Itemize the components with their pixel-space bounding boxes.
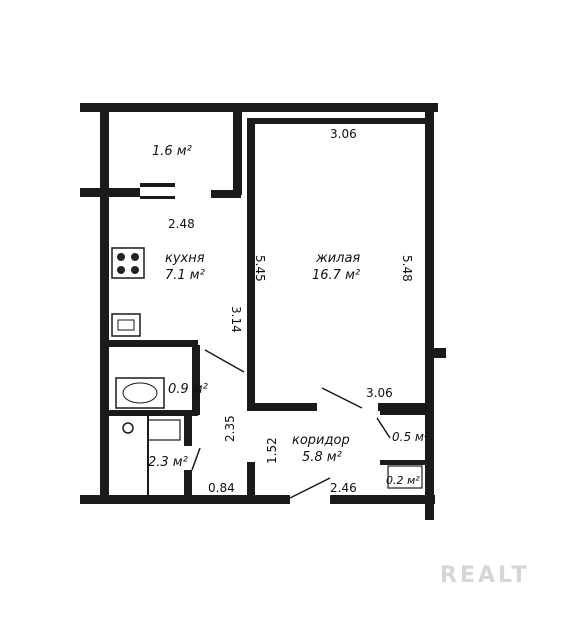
wall-bath-top	[108, 340, 198, 347]
door-swing-kitchen	[204, 349, 245, 373]
toilet-icon	[122, 422, 134, 434]
balcony-window	[140, 183, 175, 187]
wall-closet-mid	[380, 460, 428, 465]
bathroom-area: 0.9 м²	[168, 382, 208, 397]
wall-bath-right	[192, 345, 200, 415]
wall-left	[100, 110, 109, 500]
wall-kitchen-stub	[211, 190, 241, 198]
fixtures	[111, 247, 423, 499]
wall-bottom-left	[80, 495, 290, 504]
balcony-area: 1.6 м²	[152, 144, 192, 159]
kitchen-name: кухня	[165, 251, 205, 266]
wall-right-notch	[434, 348, 446, 358]
balcony-window-lower	[140, 196, 175, 199]
dim-living-bottom: 3.06	[366, 386, 393, 400]
wall-bottom-right	[330, 495, 435, 504]
wall-top-right	[238, 103, 438, 112]
closet-b-area: 0.2 м²	[386, 474, 420, 487]
wall-corridor-stub	[247, 462, 255, 498]
wall-living-bottom	[247, 403, 317, 411]
wall-top-left	[80, 103, 238, 112]
bathtub-basin-icon	[122, 382, 158, 404]
dimension-labels: 3.06 2.48 3.14 5.45 5.48 3.06 2.35 1.52 …	[168, 127, 414, 495]
closet-shelf-icon	[387, 465, 423, 489]
wall-balcony-left	[80, 188, 140, 197]
living-area: 16.7 м²	[312, 268, 360, 283]
corridor-name: коридор	[292, 433, 350, 448]
door-swing-entrance	[289, 477, 331, 499]
washbasin-icon	[147, 419, 181, 441]
realt-watermark: REALT	[440, 563, 529, 588]
door-swing-closet	[376, 417, 391, 439]
room-labels: 1.6 м² кухня 7.1 м² жилая 16.7 м² 0.9 м²…	[148, 144, 429, 487]
corridor-area: 5.8 м²	[302, 450, 342, 465]
toilet-area: 2.3 м²	[148, 455, 188, 470]
living-name: жилая	[315, 251, 360, 266]
dim-corridor-bottom: 2.46	[330, 481, 357, 495]
door-swing-living	[321, 387, 363, 409]
wall-bath-bottom	[108, 410, 198, 416]
dim-living-right: 5.48	[400, 255, 414, 282]
closet-a-area: 0.5 м²	[392, 430, 429, 444]
wall-toilet-right-low	[184, 470, 192, 498]
stove-burner-icon	[117, 253, 125, 261]
dim-living-top: 3.06	[330, 127, 357, 141]
stove-burner-icon	[117, 266, 125, 274]
stove-burner-icon	[131, 266, 139, 274]
wall-closet-top	[380, 410, 428, 415]
wall-toilet-right	[184, 416, 192, 446]
stove-icon	[111, 247, 145, 279]
wall-living-left	[247, 118, 255, 411]
dim-kitchen-width: 2.48	[168, 217, 195, 231]
door-swing-toilet	[191, 447, 201, 471]
wall-right	[425, 110, 434, 520]
wall-kitchen-top	[233, 110, 242, 195]
wall-living-top	[255, 118, 425, 124]
stove-burner-icon	[131, 253, 139, 261]
dim-bath-height: 2.35	[223, 415, 237, 442]
kitchen-area: 7.1 м²	[165, 268, 205, 283]
wall-living-bottom-right	[378, 403, 428, 411]
dim-kitchen-side-b: 5.45	[253, 255, 267, 282]
dim-corridor-side: 1.52	[265, 437, 279, 464]
dim-door-width: 0.84	[208, 481, 235, 495]
dim-kitchen-side-a: 3.14	[229, 306, 243, 333]
sink-basin-icon	[117, 319, 135, 331]
walls	[80, 103, 446, 520]
